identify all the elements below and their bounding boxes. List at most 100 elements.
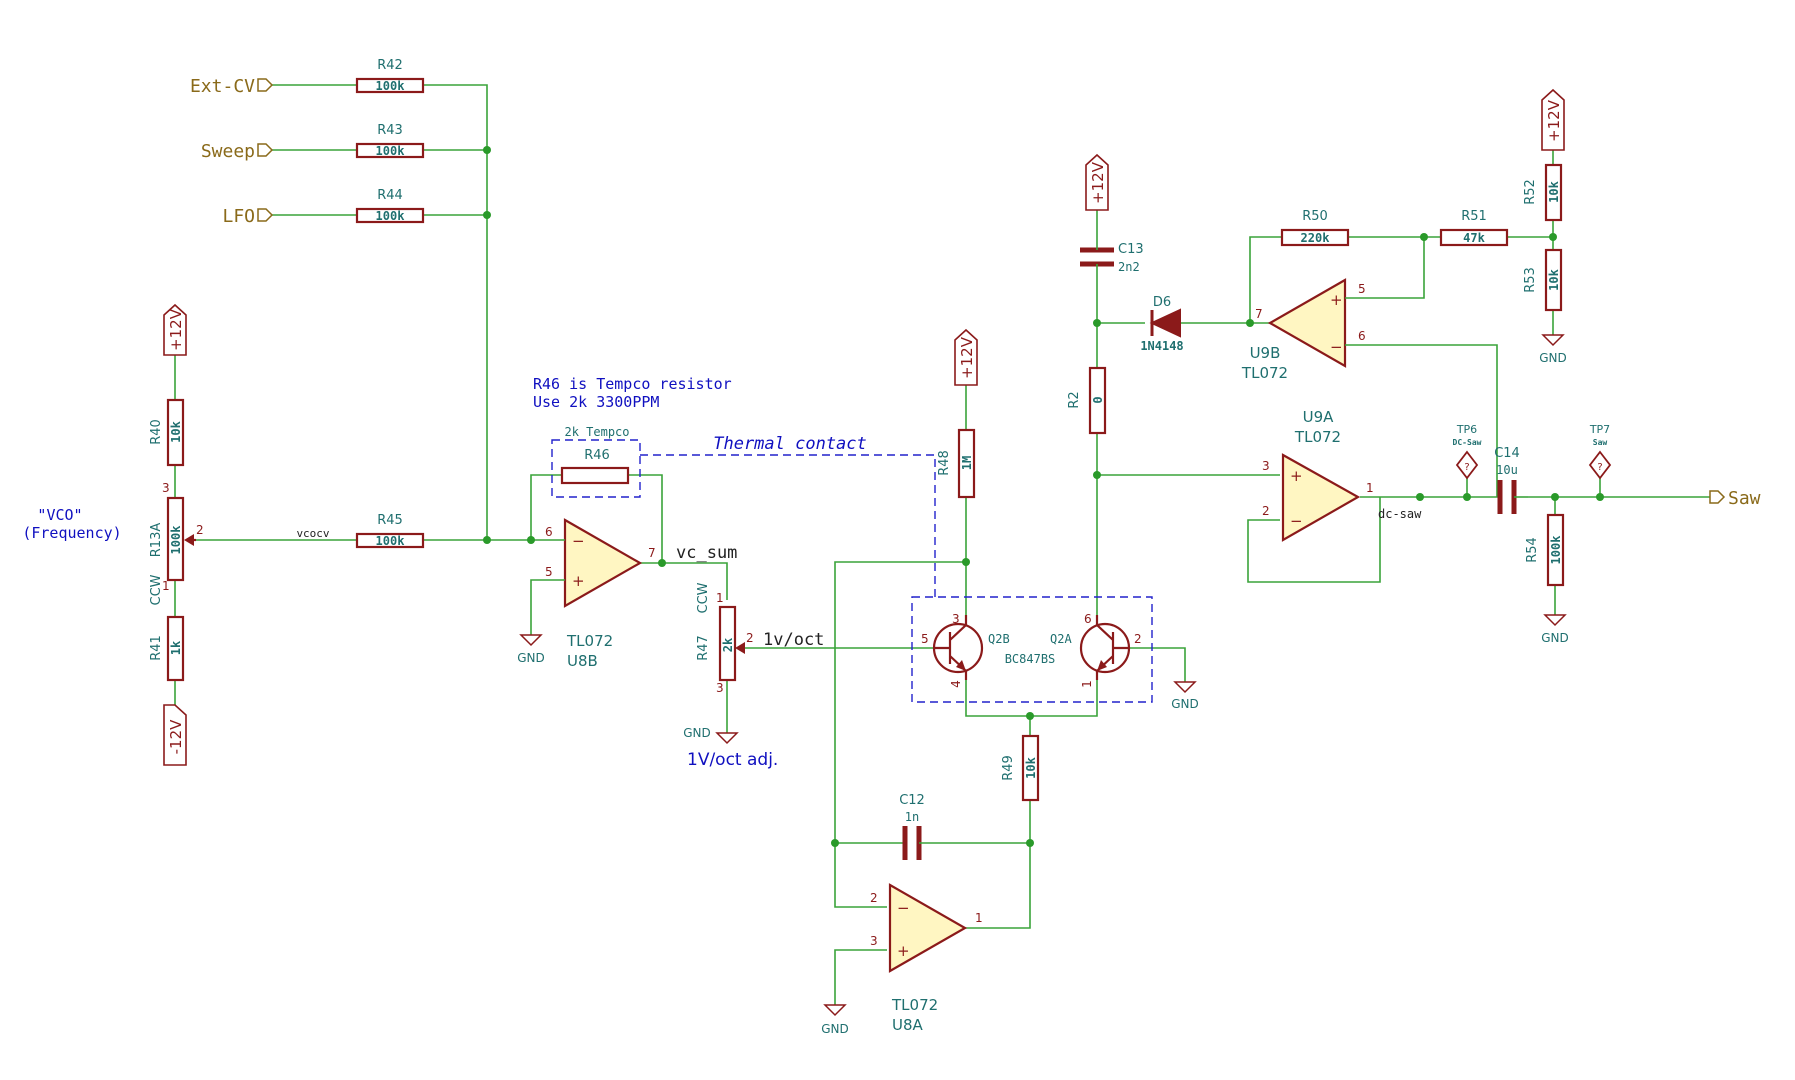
pin-label: 2 xyxy=(196,523,204,537)
resistor-body xyxy=(1021,734,1040,802)
pin-label: 5 xyxy=(921,632,929,646)
ref-tp6: TP6 xyxy=(1456,423,1477,436)
resistor-r53: 10k R53 xyxy=(1523,248,1563,312)
opamp-triangle xyxy=(563,518,643,608)
transistor-pair-dashed-box xyxy=(911,596,1153,703)
ref-r41: R41 xyxy=(149,635,164,661)
resistor-r44: R44 100k xyxy=(355,188,425,224)
resistor-r41: 1k R41 xyxy=(149,615,185,682)
value-r47: 2k xyxy=(721,637,735,652)
note-vco: "VCO" xyxy=(37,506,82,524)
pin-label: 2 xyxy=(1262,504,1270,518)
note-tempco-2: Use 2k 3300PPM xyxy=(533,393,659,411)
ref-r44: R44 xyxy=(377,188,403,203)
ref-q2a: Q2A xyxy=(1050,632,1072,646)
ref-r49: R49 xyxy=(1001,755,1016,781)
ref-r47: R47 xyxy=(696,635,711,661)
hlabel-arrow xyxy=(257,143,274,157)
noninverting-symbol: + xyxy=(572,572,585,590)
pin-label: 1 xyxy=(975,911,983,925)
noninverting-symbol: + xyxy=(1330,291,1343,309)
resistor-r2: 0 R2 xyxy=(1067,366,1107,435)
transistor-circle xyxy=(1079,622,1131,674)
opamp-triangle xyxy=(1281,453,1361,542)
opamp-u9b: + − 5 6 7 U9B TL072 xyxy=(1241,278,1366,382)
value-r46: 2k Tempco xyxy=(564,425,629,439)
ref-r54: R54 xyxy=(1525,537,1540,563)
gnd-r54: GND xyxy=(1541,614,1569,645)
gnd-r47: GND xyxy=(683,726,739,745)
gnd-label: GND xyxy=(821,1022,849,1036)
power-neg-r41: -12V xyxy=(163,704,187,766)
hlabel-ext-cv: Ext-CV xyxy=(190,76,255,97)
resistor-body xyxy=(1544,163,1563,222)
ref-r40: R40 xyxy=(149,419,164,445)
pin-label: 2 xyxy=(1134,632,1142,646)
ref-tp7: TP7 xyxy=(1589,423,1610,436)
ref-u9b: U9B xyxy=(1250,344,1281,362)
value-r54: 100k xyxy=(1549,535,1563,565)
inverting-symbol: − xyxy=(897,899,910,917)
gnd-label: GND xyxy=(517,651,545,665)
resistor-body xyxy=(355,77,425,94)
pin-label: 3 xyxy=(162,481,170,495)
value-tp7: Saw xyxy=(1593,438,1608,447)
wire xyxy=(530,579,560,635)
capacitor-c13: C13 2n2 xyxy=(1080,240,1144,275)
tempco-dashed-box xyxy=(551,439,641,498)
gnd-u8b: GND xyxy=(517,634,545,665)
ref-r52: R52 xyxy=(1523,179,1538,205)
junction xyxy=(658,559,666,567)
gnd-symbol xyxy=(823,1004,847,1017)
net-label-1v-oct: 1v/oct xyxy=(763,630,824,650)
resistor-r40: 10k R40 xyxy=(149,398,185,467)
junction xyxy=(831,839,839,847)
testpoint-tp7: ? TP7 Saw xyxy=(1589,423,1612,480)
capacitor-c12: C12 1n xyxy=(899,793,943,860)
resistor-body xyxy=(1546,513,1565,587)
power-label: +12V xyxy=(1545,99,1563,142)
junction xyxy=(483,211,491,219)
value-tp6: DC-Saw xyxy=(1453,438,1482,447)
resistor-r42: R42 100k xyxy=(355,58,425,94)
hlabel-arrow xyxy=(1709,490,1726,504)
junction xyxy=(1596,493,1604,501)
pin-label: 7 xyxy=(648,546,656,560)
resistor-r49: 10k R49 xyxy=(1001,734,1040,802)
resistor-body xyxy=(166,398,185,467)
wire xyxy=(1466,478,1601,497)
net-label-vcocv: vcocv xyxy=(296,527,329,540)
value-d6: 1N4148 xyxy=(1140,339,1183,353)
junction xyxy=(483,146,491,154)
pin-label: 2 xyxy=(746,631,754,645)
ref-r45: R45 xyxy=(377,513,403,528)
inverting-symbol: − xyxy=(572,532,585,550)
value-u9a: TL072 xyxy=(1294,428,1341,446)
hlabel-saw: Saw xyxy=(1728,488,1761,509)
resistor-r52: 10k R52 xyxy=(1523,163,1563,222)
wire xyxy=(965,680,1098,717)
ref-d6: D6 xyxy=(1153,295,1171,310)
value-r51: 47k xyxy=(1463,231,1485,245)
junction xyxy=(1551,493,1559,501)
value-r13a: 100k xyxy=(169,525,183,555)
note-tempco-1: R46 is Tempco resistor xyxy=(533,375,732,393)
ref-u8a: U8A xyxy=(892,1016,924,1034)
testpoint-tp6: ? TP6 DC-Saw xyxy=(1453,423,1482,480)
pot-body xyxy=(166,496,185,582)
wire xyxy=(834,561,966,908)
cap-plates xyxy=(1080,247,1114,267)
value-r48: 1M xyxy=(960,456,974,470)
power-label: +12V xyxy=(1089,161,1107,204)
junction xyxy=(1026,712,1034,720)
gnd-symbol xyxy=(1543,614,1567,627)
value-u8b: TL072 xyxy=(566,632,613,650)
opamp-u9a: + − 3 2 1 U9A TL072 xyxy=(1262,408,1374,542)
gnd-label: GND xyxy=(683,726,711,740)
resistor-r48: 1M R48 xyxy=(937,428,976,499)
value-u9b: TL072 xyxy=(1241,364,1288,382)
ccw-r47: CCW xyxy=(696,582,711,613)
hierarchical-labels: Ext-CV Sweep LFO Saw xyxy=(190,76,1761,509)
junction xyxy=(1463,493,1471,501)
